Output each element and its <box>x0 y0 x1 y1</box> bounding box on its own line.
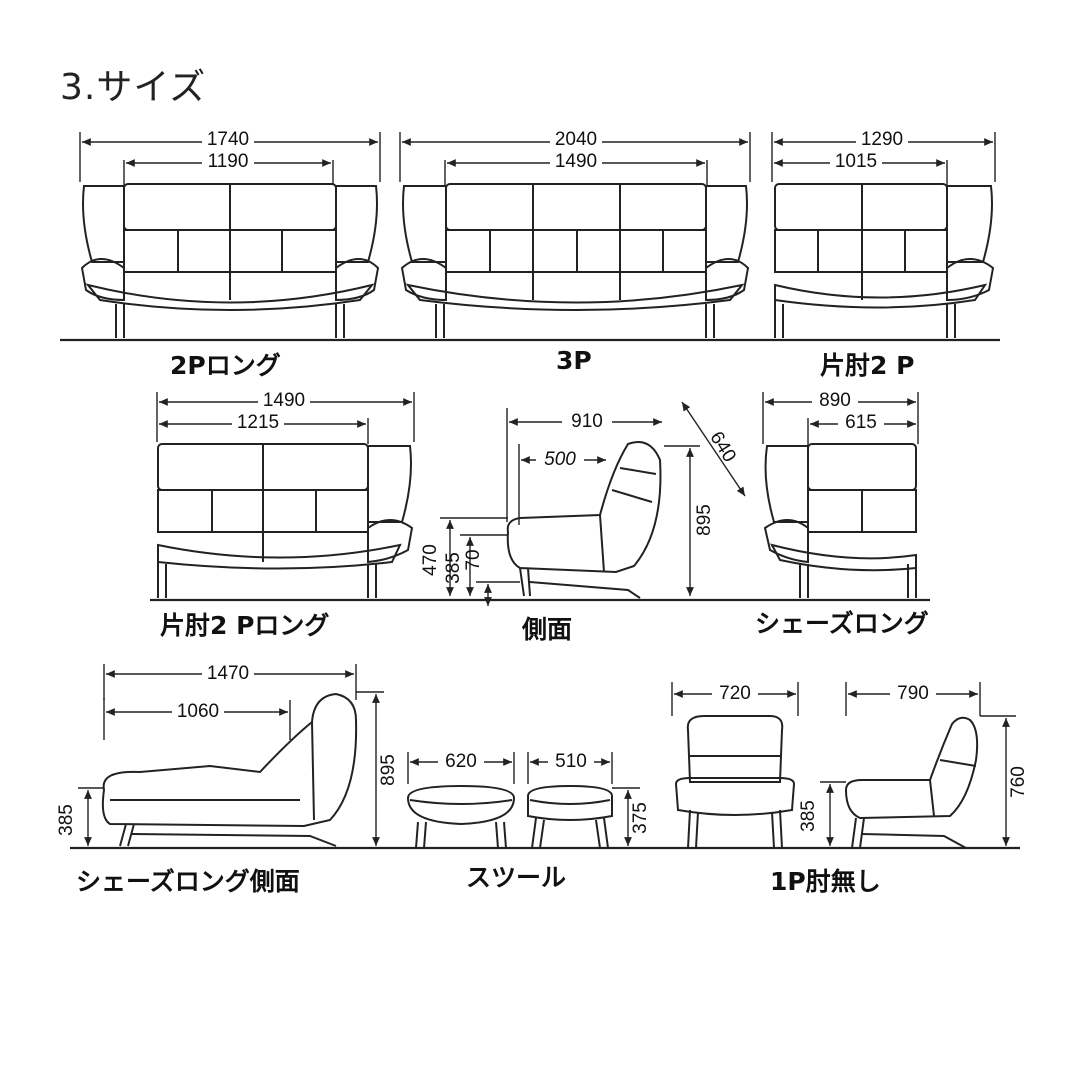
caption-stool: スツール <box>466 863 567 892</box>
dim-1p-width: 720 <box>719 683 751 704</box>
dim-chaise-overall: 890 <box>819 390 851 411</box>
caption-chaise-long: シェーズロング <box>755 609 929 638</box>
chaise-long-side-view: 1470 1060 895 385 <box>56 662 399 847</box>
dim-3p-overall: 2040 <box>555 129 597 150</box>
dim-side-diagonal: 640 <box>705 428 740 466</box>
dim-side-leg-height: 70 <box>463 549 484 570</box>
dim-side-height: 895 <box>694 504 715 536</box>
chaise-long-front: 890 615 <box>762 389 919 598</box>
dim-chaise-side-seat-height: 385 <box>56 804 77 836</box>
caption-chaise-long-side: シェーズロング側面 <box>76 867 300 896</box>
dim-2p-long-overall: 1740 <box>207 129 249 150</box>
caption-3p: 3P <box>556 346 592 375</box>
dim-chaise-seat: 615 <box>845 412 877 433</box>
stool-front-side: 620 510 375 <box>406 750 651 849</box>
dim-1p-depth: 790 <box>897 683 929 704</box>
dim-katahiji-2p-seat: 1015 <box>835 151 877 172</box>
dim-chaise-side-seat: 1060 <box>177 701 219 722</box>
sofa-side-view: 910 500 895 640 470 385 70 <box>420 401 746 606</box>
dim-chaise-side-overall: 1470 <box>207 663 249 684</box>
dim-side-arm-height: 470 <box>420 544 441 576</box>
dim-side-seat-height: 385 <box>443 552 464 584</box>
dim-katahiji-2p-long-overall: 1490 <box>263 390 305 411</box>
dim-katahiji-2p-long-seat: 1215 <box>237 412 279 433</box>
sofa-2p-long-front: 1740 1190 <box>79 128 381 338</box>
dim-2p-long-seat: 1190 <box>208 151 249 172</box>
dim-stool-height: 375 <box>630 802 651 834</box>
page-title: 3.サイズ <box>60 67 207 108</box>
chair-1p-armless: 720 790 760 385 <box>671 682 1029 849</box>
caption-katahiji-2p-long: 片肘2 Pロング <box>160 611 330 640</box>
dim-side-seat-depth: 500 <box>544 449 576 470</box>
dim-chaise-side-height: 895 <box>378 754 399 786</box>
dim-1p-height: 760 <box>1008 766 1029 798</box>
caption-2p-long: 2Pロング <box>170 351 281 380</box>
caption-1p-armless: 1P肘無し <box>770 867 881 896</box>
sofa-3p-front: 2040 1490 <box>399 128 751 338</box>
dim-stool-depth: 510 <box>555 751 587 772</box>
dim-stool-width: 620 <box>445 751 477 772</box>
sofa-katahiji-2p-long-front: 1490 1215 <box>156 389 415 598</box>
caption-side: 側面 <box>522 615 573 644</box>
sofa-katahiji-2p-front: 1290 1015 <box>771 128 996 338</box>
caption-katahiji-2p: 片肘2 P <box>820 351 915 380</box>
dim-1p-seat-height: 385 <box>798 800 819 832</box>
dim-3p-seat: 1490 <box>555 151 597 172</box>
dim-katahiji-2p-overall: 1290 <box>861 129 903 150</box>
dim-side-depth: 910 <box>571 411 603 432</box>
